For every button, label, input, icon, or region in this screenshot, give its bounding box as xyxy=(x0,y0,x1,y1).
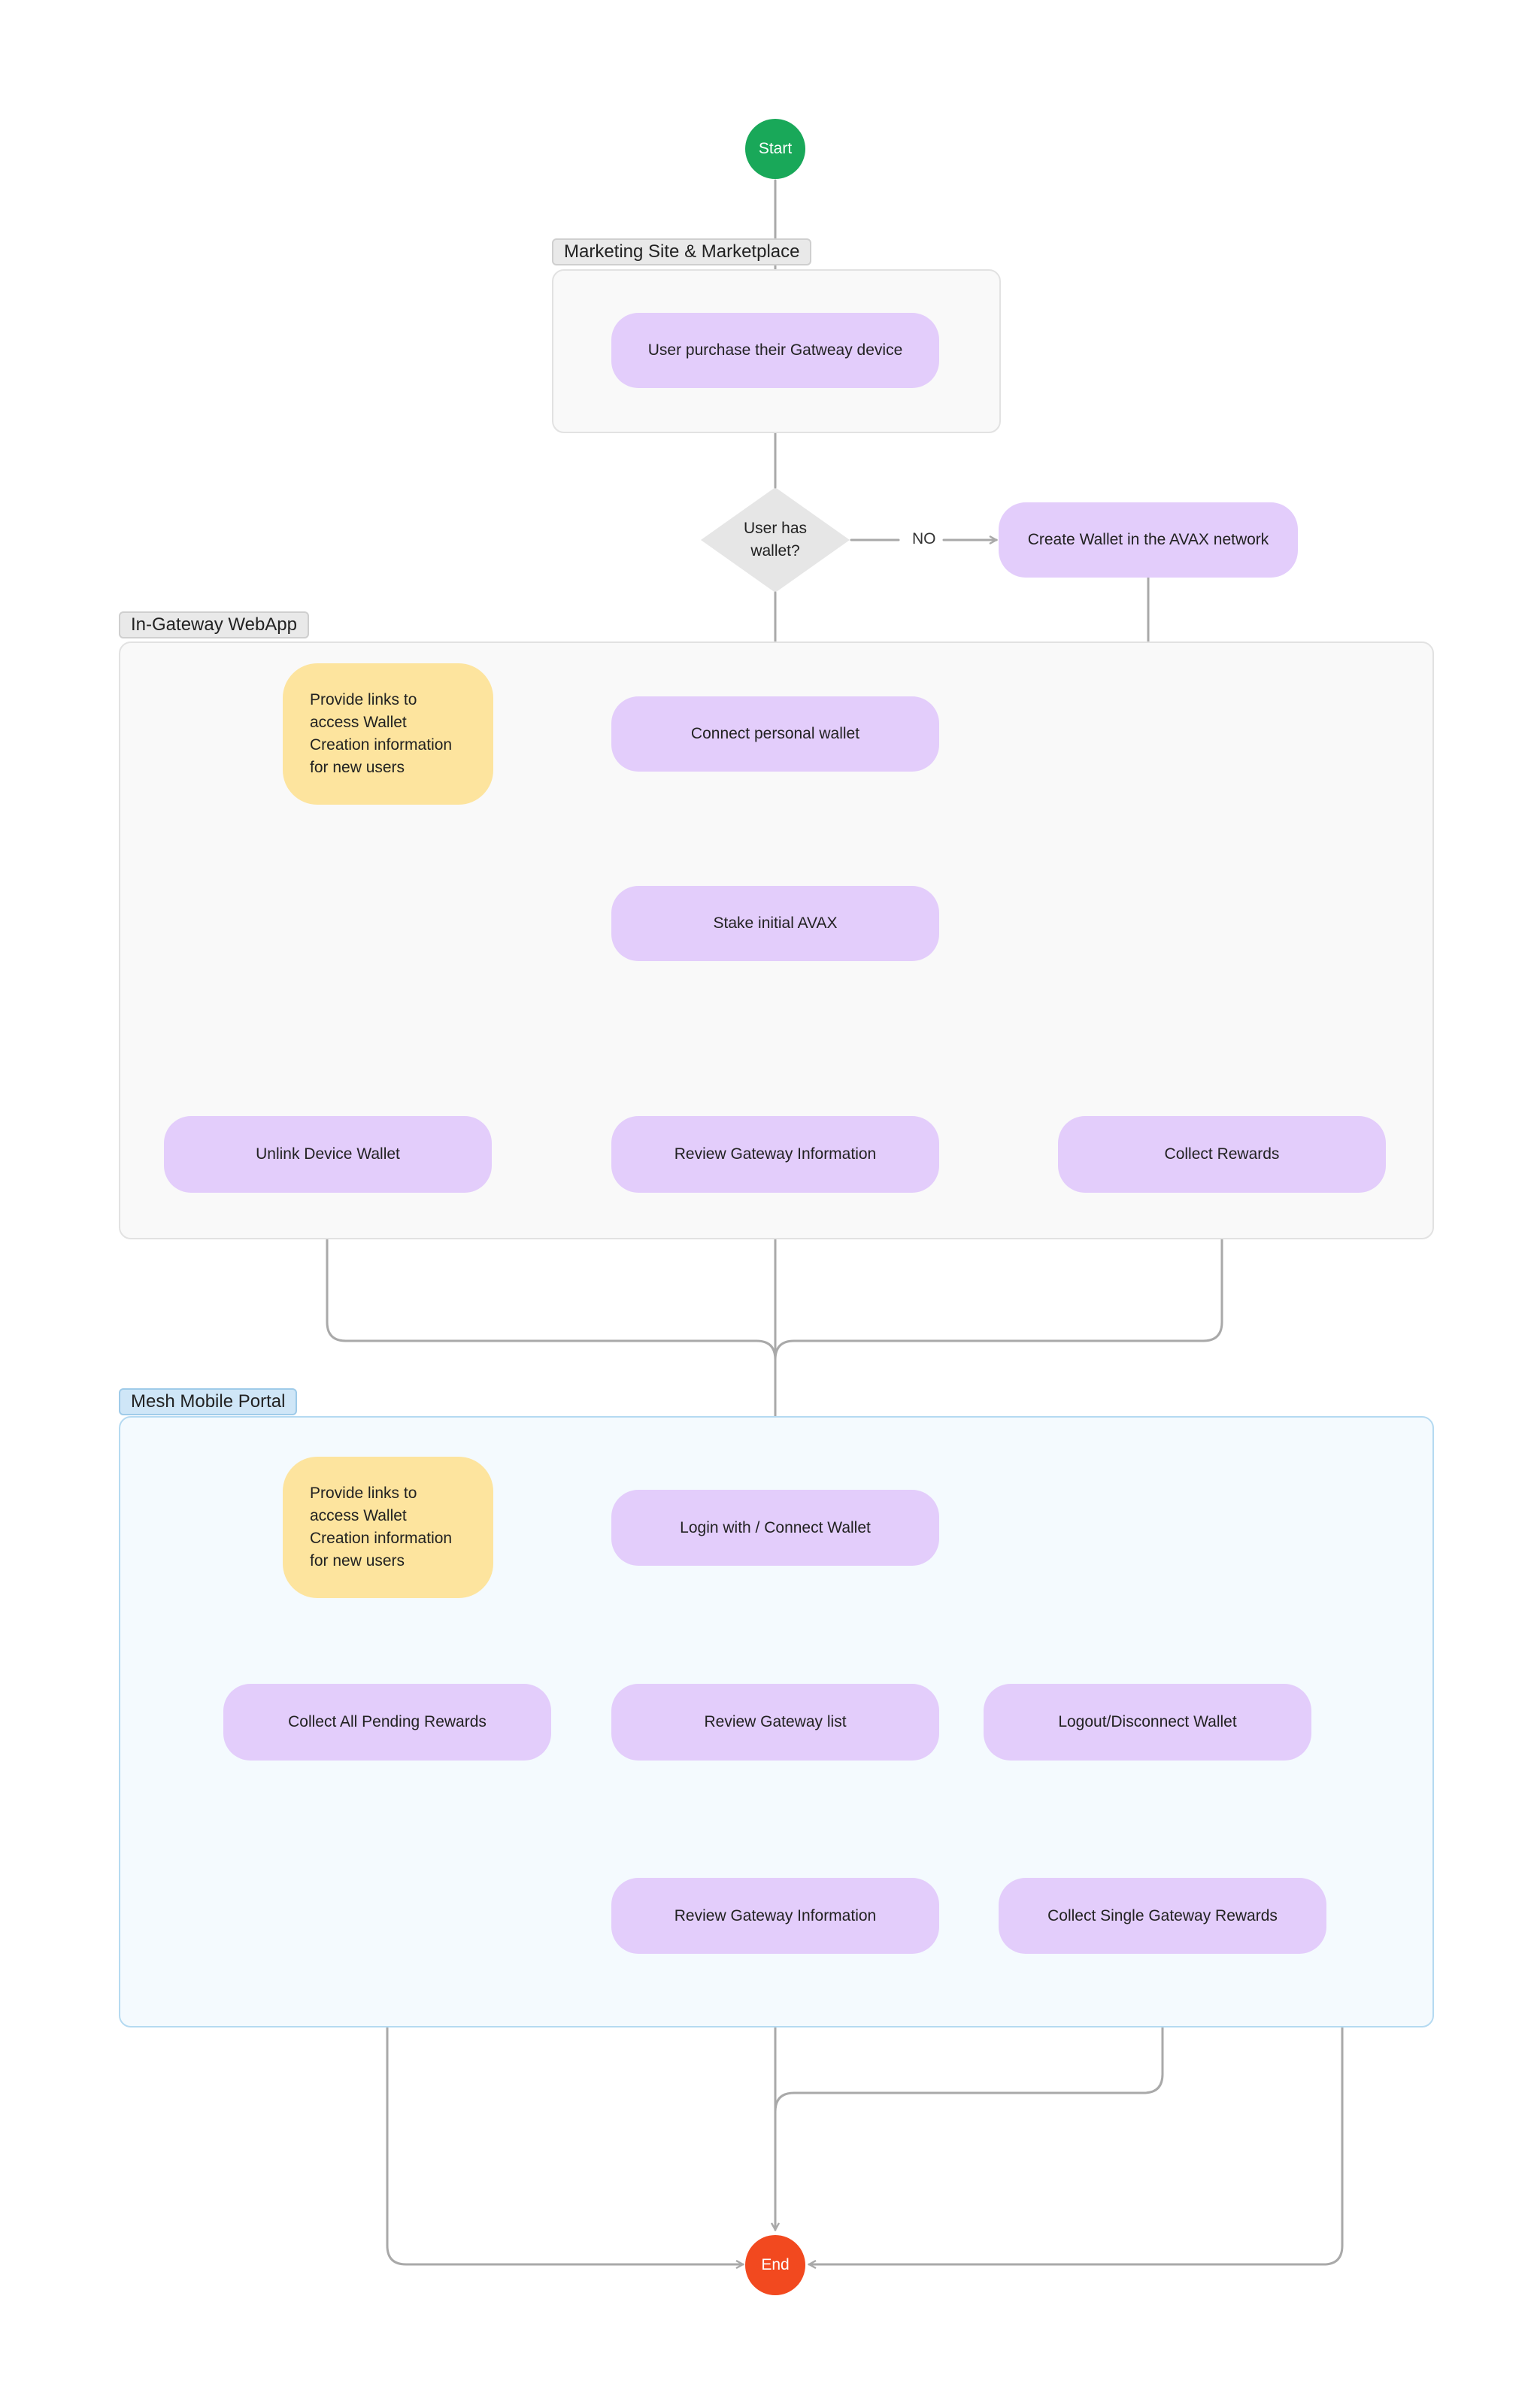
node-connect-wallet[interactable]: Connect personal wallet xyxy=(611,696,939,772)
note-mobile-wallet-links: Provide links to access Wallet Creation … xyxy=(283,1457,493,1598)
connector-unlink-down xyxy=(326,1191,777,1361)
start-node[interactable]: Start xyxy=(745,119,805,179)
connector-collect-down xyxy=(774,1191,1223,1361)
connector-collect-all-to-end xyxy=(386,1759,743,2264)
node-unlink-wallet[interactable]: Unlink Device Wallet xyxy=(164,1116,492,1193)
node-login-connect[interactable]: Login with / Connect Wallet xyxy=(611,1490,939,1566)
node-collect-rewards[interactable]: Collect Rewards xyxy=(1058,1116,1386,1193)
note-webapp-wallet-links: Provide links to access Wallet Creation … xyxy=(283,663,493,805)
region-label-webapp: In-Gateway WebApp xyxy=(119,611,310,638)
node-purchase-device[interactable]: User purchase their Gatweay device xyxy=(611,313,939,388)
node-review-info-mobile[interactable]: Review Gateway Information xyxy=(611,1878,939,1954)
connector-collect-single-to-end xyxy=(774,1952,1164,2113)
region-label-mobile: Mesh Mobile Portal xyxy=(119,1388,298,1415)
decision-diamond xyxy=(701,487,850,593)
node-stake-avax[interactable]: Stake initial AVAX xyxy=(611,886,939,961)
region-label-marketing: Marketing Site & Marketplace xyxy=(552,238,812,265)
node-review-info-webapp[interactable]: Review Gateway Information xyxy=(611,1116,939,1193)
end-node[interactable]: End xyxy=(745,2235,805,2295)
node-collect-all[interactable]: Collect All Pending Rewards xyxy=(223,1684,551,1761)
node-collect-single[interactable]: Collect Single Gateway Rewards xyxy=(999,1878,1326,1954)
decision-label[interactable]: User has wallet? xyxy=(743,520,808,560)
edge-label-no: NO xyxy=(912,530,936,547)
node-review-list[interactable]: Review Gateway list xyxy=(611,1684,939,1761)
node-create-wallet[interactable]: Create Wallet in the AVAX network xyxy=(999,502,1298,578)
node-logout[interactable]: Logout/Disconnect Wallet xyxy=(984,1684,1311,1761)
